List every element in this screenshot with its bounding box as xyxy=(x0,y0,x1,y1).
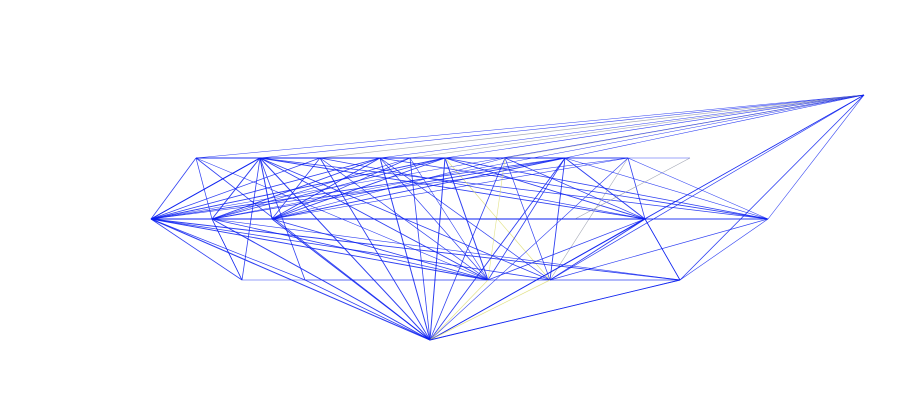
graph-edge-apex-top-5 xyxy=(409,94,865,159)
graph-edge-apex-top-8 xyxy=(564,94,865,159)
graph-edge-top-1-mid-1 xyxy=(150,157,197,220)
graph-edge-extra-1 xyxy=(574,157,691,220)
graph-edge-mid-5-low-5 xyxy=(679,218,769,281)
graph-edge-top-7-bottom xyxy=(429,157,506,341)
graph-edge-mid-3-bottom xyxy=(271,218,431,341)
graph-edge-apex-top-2 xyxy=(259,94,865,159)
graph-edge-low-2-bottom xyxy=(304,279,431,341)
graph-edge-top-6-mid-1 xyxy=(150,157,446,220)
graph-edge-apex-low-5 xyxy=(679,94,865,281)
graph-edge-apex-mid-2 xyxy=(211,94,865,220)
graph-edge-top-7-mid-4 xyxy=(504,157,646,220)
graph-edge-top-3-mid-1 xyxy=(150,157,321,220)
graph-edge-extra-4 xyxy=(150,157,261,220)
graph-edge-mid-1-low-3 xyxy=(150,218,489,281)
graph-edge-top-8-mid-4 xyxy=(564,157,646,220)
graph-edge-top-5-mid-2 xyxy=(211,157,411,220)
graph-edge-extra-3 xyxy=(211,218,243,281)
graph-edge-top-4-mid-3 xyxy=(271,157,381,220)
graph-edge-apex-top-1 xyxy=(195,94,865,159)
graph-edge-extra-7 xyxy=(429,279,681,341)
graph-edge-top-9-bottom xyxy=(429,157,629,341)
graph-edge-top-8-mid-1 xyxy=(150,157,566,220)
edge-layer xyxy=(150,94,865,341)
graph-edge-low-4-bottom xyxy=(429,279,551,341)
graph-edge-top-6-mid-2 xyxy=(211,157,446,220)
graph-edge-top-2-mid-4 xyxy=(259,157,646,220)
graph-edge-top-2-mid-5 xyxy=(259,157,769,220)
graph-edge-mid-3-low-3 xyxy=(271,218,489,281)
graph-edge-top-5-mid-3 xyxy=(271,157,411,220)
graph-edge-top-4-mid-5 xyxy=(379,157,769,220)
graph-edge-mid-1-bottom xyxy=(150,218,431,341)
graph-edge-apex-top-6 xyxy=(444,94,865,159)
graph-edge-top-6-mid-5 xyxy=(444,157,769,220)
graph-edge-top-1-mid-2 xyxy=(195,157,213,220)
graph-edge-apex-mid-1 xyxy=(150,94,865,220)
graph-edge-mid-4-low-4 xyxy=(549,218,646,281)
graph-edge-apex-low-4 xyxy=(549,94,865,281)
graph-edge-apex-top-4 xyxy=(379,94,865,159)
graph-edge-extra-6 xyxy=(644,218,681,281)
graph-edge-low-3-bottom xyxy=(429,279,489,341)
graph-edge-mid-5-low-4 xyxy=(549,218,769,281)
graph-edge-top-9-mid-4 xyxy=(627,157,646,220)
graph-edge-mid-2-low-3 xyxy=(211,218,489,281)
graph-edge-top-6-mid-4 xyxy=(444,157,646,220)
graph-edge-extra-2 xyxy=(627,157,769,220)
graph-edge-top-3-mid-4 xyxy=(319,157,646,220)
graph-edge-mid-4-low-3 xyxy=(487,218,646,281)
graph-edge-mid-1-low-5 xyxy=(150,218,681,281)
graph-edge-apex-top-3 xyxy=(319,94,865,159)
graph-edge-top-8-bottom xyxy=(429,157,566,341)
graph-edge-top-4-mid-1 xyxy=(150,157,381,220)
graph-edge-apex-mid-5 xyxy=(767,94,865,220)
graph-edge-mid-1-low-2 xyxy=(150,218,306,281)
graph-edge-top-6-bottom xyxy=(429,157,446,341)
graph-edge-mid-4-bottom xyxy=(429,218,646,341)
graph-edge-top-8-mid-5 xyxy=(564,157,769,220)
graph-edge-mid-1-low-1 xyxy=(150,218,243,281)
graph-edge-mid-2-bottom xyxy=(211,218,431,341)
graph-edge-top-8-mid-3 xyxy=(271,157,566,220)
graph-edge-top-9-mid-1 xyxy=(150,157,629,220)
graph-edge-top-5-bottom xyxy=(409,157,431,341)
graph-edge-top-9-mid-3 xyxy=(271,157,629,220)
graph-edge-mid-2-low-5 xyxy=(211,218,681,281)
graph-edge-top-3-bottom xyxy=(319,157,431,341)
